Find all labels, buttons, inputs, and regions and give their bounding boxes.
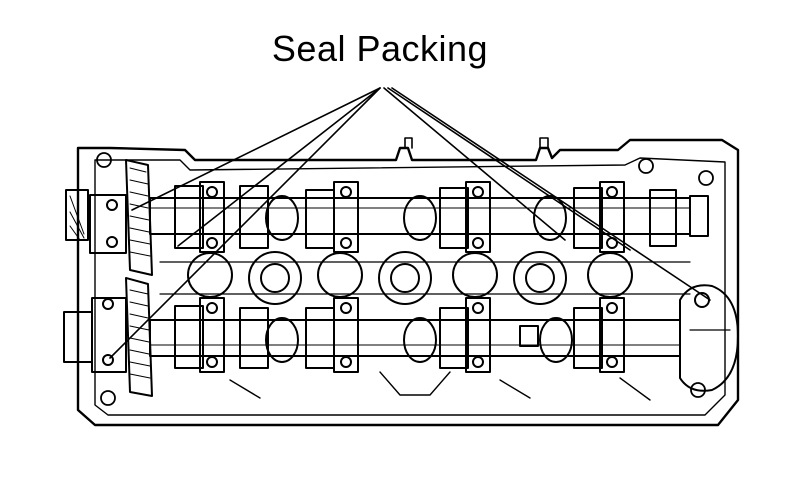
end-housing [679,284,739,392]
casting-details [229,371,651,401]
upper-camshaft [65,159,709,276]
head-outline [76,137,740,427]
leader-lines [109,87,711,359]
cylinder-bores [159,251,691,305]
lower-camshaft [63,277,681,397]
seal-packing-label: Seal Packing [271,28,489,69]
